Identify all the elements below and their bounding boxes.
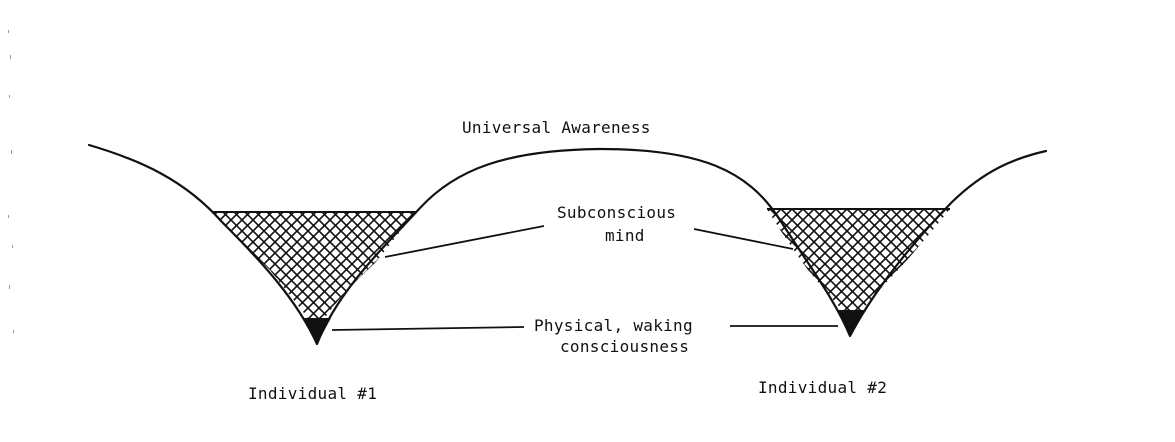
physical-label-line1: Physical, waking <box>534 316 693 335</box>
universal-awareness-label: Universal Awareness <box>462 118 651 137</box>
scan-artifacts <box>8 30 14 333</box>
subconscious-region-1 <box>213 212 416 322</box>
physical-tip-1 <box>304 318 331 344</box>
physical-label-line2: consciousness <box>560 337 689 356</box>
individual-1-label: Individual #1 <box>248 384 377 403</box>
subconscious-region-2 <box>767 209 950 310</box>
subconscious-leader-1 <box>384 225 545 258</box>
physical-tip-2 <box>838 310 864 336</box>
subconscious-label-line1: Subconscious <box>557 203 676 222</box>
physical-leader-1 <box>331 326 525 331</box>
subconscious-leader-2 <box>693 228 794 250</box>
subconscious-label-line2: mind <box>605 226 645 245</box>
individual-2-label: Individual #2 <box>758 378 887 397</box>
universal-awareness-curve <box>87 143 1048 346</box>
